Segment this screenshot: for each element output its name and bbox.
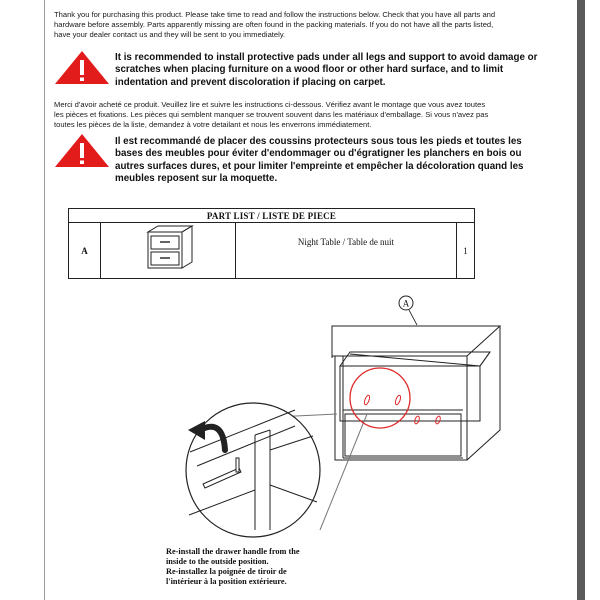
night-table-thumbnail-icon: [146, 225, 194, 269]
warning-french: Il est recommandé de placer des coussins…: [115, 136, 580, 186]
warning-triangle-icon: [55, 51, 109, 84]
intro-english-line: hardware before assembly. Parts apparent…: [54, 20, 494, 29]
part-quantity: 1: [456, 222, 475, 279]
highlight-circle: [349, 367, 411, 429]
intro-english-line: Thank you for purchasing this product. P…: [54, 10, 496, 19]
warning-french-line: bases des meubles pour éviter d'endommag…: [115, 148, 522, 160]
part-letter: A: [68, 222, 101, 279]
warning-french-line: Il est recommandé de placer des coussins…: [115, 136, 522, 147]
part-callout-label: A: [403, 299, 410, 309]
warning-triangle-icon: [55, 134, 109, 167]
lower-drawer: [344, 413, 462, 457]
arrow-head-icon: [188, 421, 205, 440]
warning-english-line: It is recommended to install protective …: [115, 52, 538, 63]
intro-english: Thank you for purchasing this product. P…: [54, 10, 574, 40]
intro-french-line: Merci d'avoir acheté ce produit. Veuille…: [54, 100, 486, 109]
intro-french: Merci d'avoir acheté ce produit. Veuille…: [54, 100, 574, 130]
table-side: [466, 326, 501, 461]
page-edge: [44, 0, 45, 600]
warning-french-line: autres surfaces dures, et pour limiter l…: [115, 160, 524, 172]
handle-caption: Re-install the drawer handle from the in…: [166, 547, 366, 587]
document-page: Thank you for purchasing this product. P…: [45, 0, 577, 600]
intro-french-line: toutes les pièces de la liste, demandez …: [54, 120, 372, 129]
part-callout-circle: [398, 295, 414, 311]
zoom-detail: [185, 402, 321, 538]
caption-line: Re-install the drawer handle from the: [166, 547, 300, 556]
intro-english-line: have your dealer contact us and they wil…: [54, 30, 286, 39]
caption-line: Re-installez la poignée de tiroir de: [166, 567, 287, 576]
warning-english: It is recommended to install protective …: [115, 52, 575, 89]
table-row: A Night Table / Table de nuit 1: [68, 222, 475, 279]
viewer-margin-right: [585, 0, 600, 600]
drawer-front: [339, 365, 481, 422]
page-shadow: [577, 0, 585, 600]
part-list-table: PART LIST / LISTE DE PIECE A Nigh: [68, 208, 475, 279]
part-list-header: PART LIST / LISTE DE PIECE: [68, 208, 475, 223]
warning-french-line: meubles reposent sur la moquette.: [115, 173, 278, 185]
table-front: [334, 356, 468, 461]
caption-line: l'intérieur à la position extérieure.: [166, 577, 287, 586]
intro-french-line: les pièces et fixations. Les pièces qui …: [54, 110, 489, 119]
warning-english-line: scratches when placing furniture on a wo…: [115, 64, 504, 76]
caption-line: inside to the outside position.: [166, 557, 269, 566]
viewer-margin-left: [0, 0, 45, 600]
assembly-illustration: A: [185, 295, 502, 538]
part-thumbnail: [100, 222, 236, 279]
warning-english-line: indentation and prevent discoloration if…: [115, 76, 386, 88]
part-name: Night Table / Table de nuit: [235, 222, 457, 279]
